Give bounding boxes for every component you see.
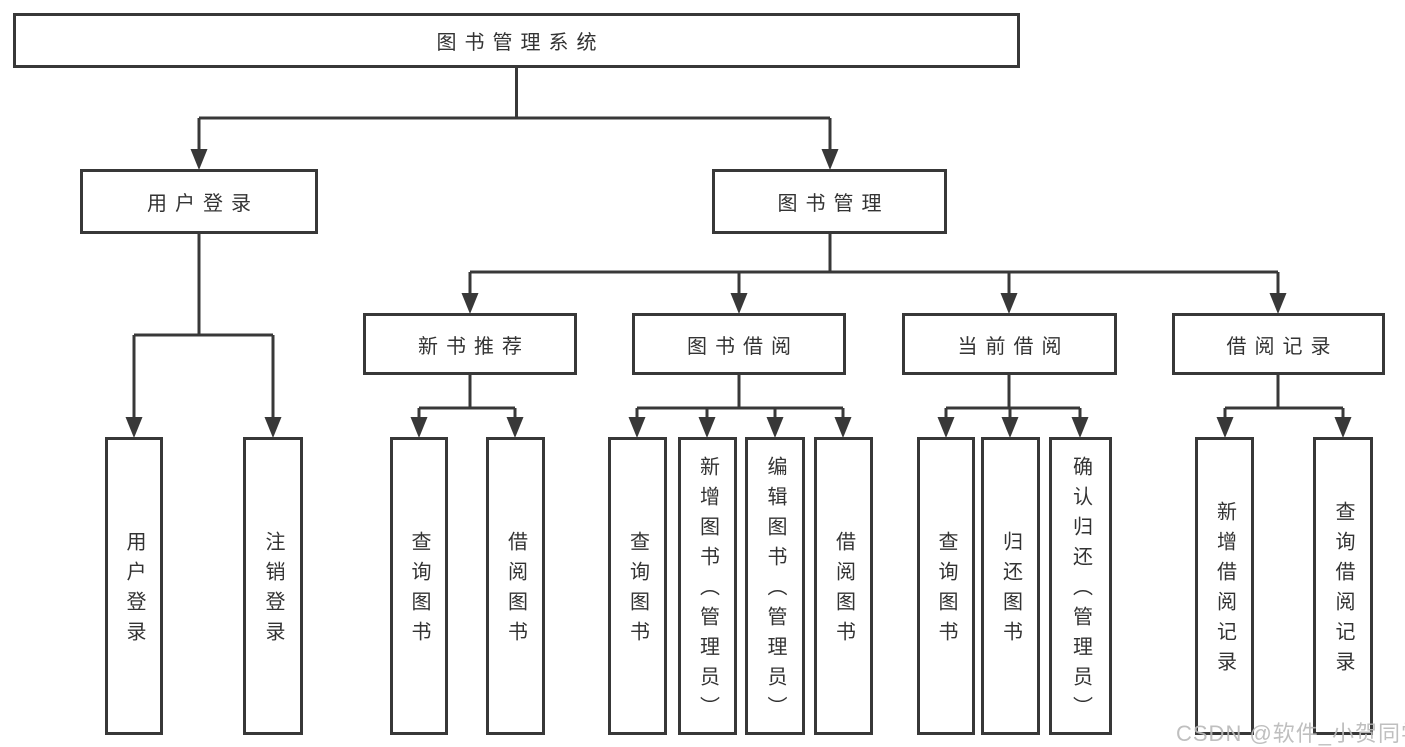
leaf-borrow-edit-books-admin: 编辑图书（管理员） <box>745 437 805 735</box>
node-label: 查询借阅记录 <box>1332 501 1354 681</box>
node-label: 图书管理系统 <box>436 32 605 54</box>
connector-book-borrow-to-children <box>628 375 852 438</box>
node-current-borrow: 当前借阅 <box>902 313 1117 375</box>
leaf-current-return-books: 归还图书 <box>981 437 1040 735</box>
connector-new-book-recommend-to-children <box>410 375 524 438</box>
node-user-login: 用户登录 <box>80 169 318 234</box>
leaf-current-query-books: 查询图书 <box>917 437 975 735</box>
node-borrow-records: 借阅记录 <box>1172 313 1385 375</box>
node-label: 编辑图书（管理员） <box>764 456 786 726</box>
leaf-borrow-add-books-admin: 新增图书（管理员） <box>678 437 737 735</box>
leaf-user-login: 用户登录 <box>105 437 163 735</box>
node-label: 图书借阅 <box>687 335 799 358</box>
node-label: 借阅图书 <box>832 531 855 651</box>
node-label: 确认归还（管理员） <box>1069 456 1092 726</box>
node-label: 注销登录 <box>262 531 284 651</box>
node-label: 用户登录 <box>123 531 145 651</box>
leaf-records-add-borrow-record: 新增借阅记录 <box>1195 437 1254 735</box>
connector-root-to-level2 <box>190 68 839 170</box>
node-book-management: 图书管理 <box>712 169 947 234</box>
node-label: 查询图书 <box>935 531 957 651</box>
connector-book-management-to-level3 <box>461 234 1287 314</box>
leaf-logout: 注销登录 <box>243 437 303 735</box>
node-label: 用户登录 <box>147 193 259 215</box>
node-label: 图书管理 <box>777 193 890 215</box>
leaf-recommend-borrow-books: 借阅图书 <box>486 437 545 735</box>
connector-user-login-to-children <box>125 234 282 438</box>
node-label: 新增图书（管理员） <box>696 456 719 726</box>
leaf-borrow-borrow-books: 借阅图书 <box>814 437 873 735</box>
node-label: 借阅图书 <box>504 531 527 651</box>
node-root-library-system: 图书管理系统 <box>13 13 1020 68</box>
node-label: 当前借阅 <box>957 335 1070 358</box>
node-book-borrow: 图书借阅 <box>632 313 846 375</box>
node-label: 新书推荐 <box>418 335 530 358</box>
connector-borrow-records-to-children <box>1216 375 1352 438</box>
node-label: 借阅记录 <box>1226 335 1339 358</box>
csdn-watermark: CSDN @软件_小贺同学 <box>1176 721 1405 746</box>
connector-current-borrow-to-children <box>937 375 1089 438</box>
leaf-borrow-query-books: 查询图书 <box>608 437 667 735</box>
node-label: 归还图书 <box>999 531 1022 651</box>
node-label: 新增借阅记录 <box>1213 501 1236 681</box>
node-label: 查询图书 <box>408 531 430 651</box>
leaf-recommend-query-books: 查询图书 <box>390 437 448 735</box>
node-label: 查询图书 <box>626 531 649 651</box>
leaf-records-query-borrow-record: 查询借阅记录 <box>1313 437 1373 735</box>
leaf-current-confirm-return-admin: 确认归还（管理员） <box>1049 437 1112 735</box>
node-new-book-recommend: 新书推荐 <box>363 313 577 375</box>
